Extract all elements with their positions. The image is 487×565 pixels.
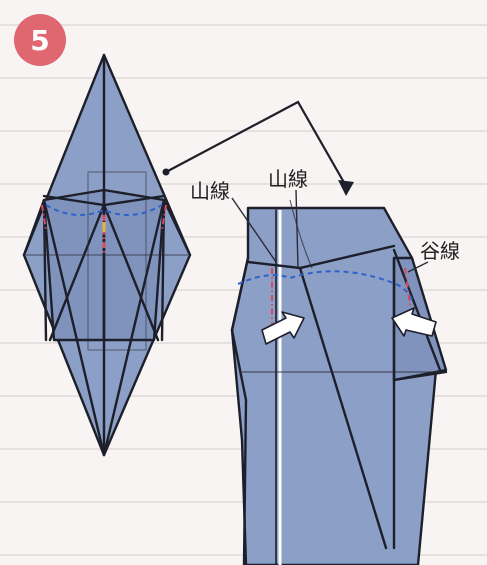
arrow-left-icon [391,307,437,337]
origami-detail-view [230,199,448,565]
mountain-fold-label-2: 山線 [268,167,308,191]
origami-full-model [22,53,192,457]
mountain-fold-label-1: 山線 [190,179,230,203]
step-number: 5 [30,24,49,57]
arrow-right-icon [261,311,305,345]
valley-fold-label: 谷線 [420,239,460,263]
curved-arrow-icon [162,100,354,196]
label-leaders [231,189,429,273]
step-badge: 5 [14,14,66,66]
